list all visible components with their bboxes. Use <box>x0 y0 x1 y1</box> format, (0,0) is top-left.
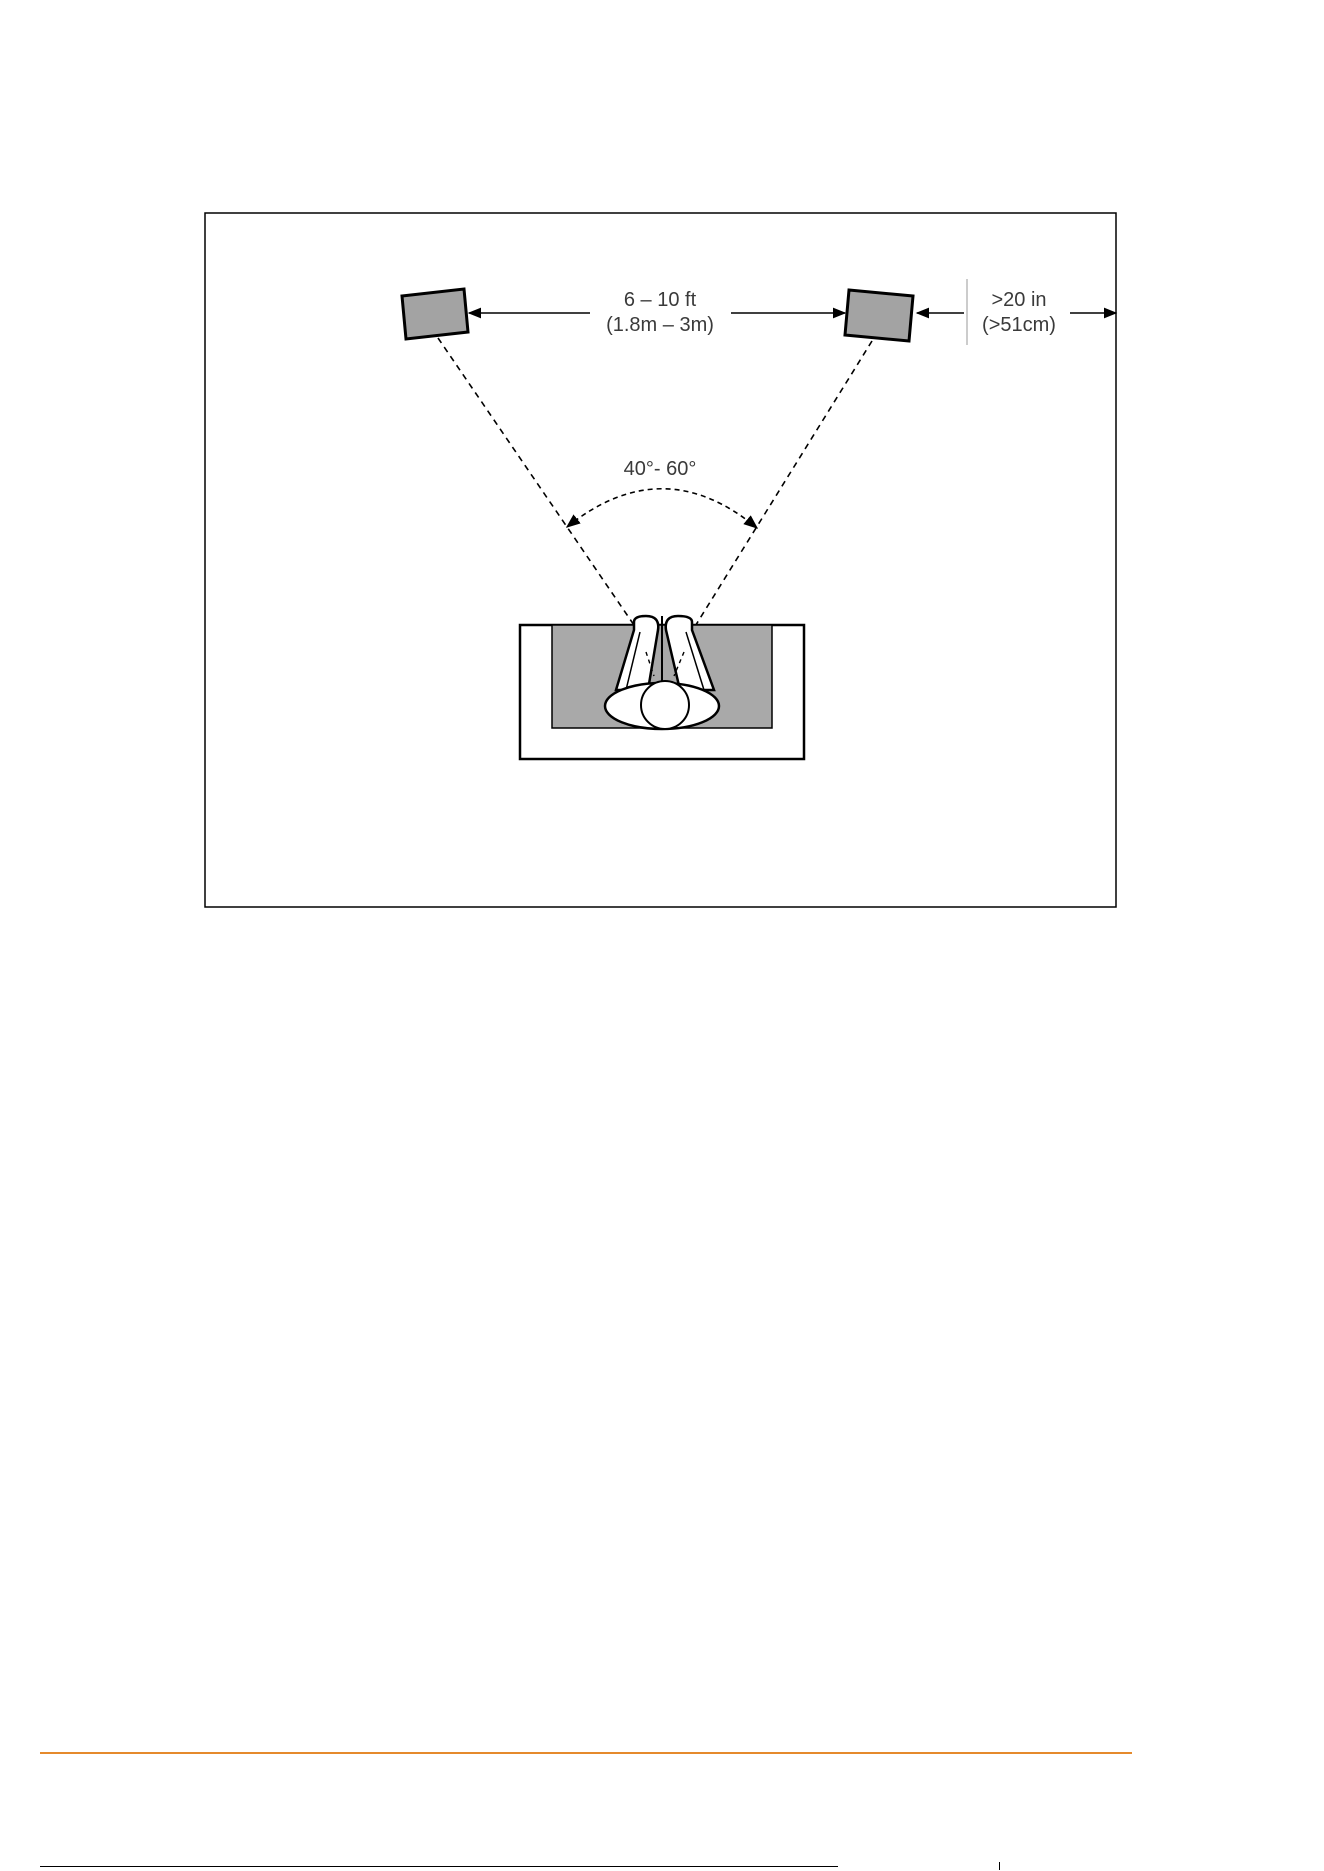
bottom-divider <box>40 1866 838 1867</box>
left-speaker-icon <box>402 289 468 339</box>
angle-label: 40°- 60° <box>624 458 697 480</box>
right-speaker-icon <box>845 290 913 341</box>
spacing-label-line1: 6 – 10 ft <box>624 289 697 311</box>
spacing-label-line2: (1.8m – 3m) <box>606 314 714 336</box>
wall-label-line1: >20 in <box>991 289 1046 311</box>
wall-label-line2: (>51cm) <box>982 314 1056 336</box>
bottom-tick-mark <box>999 1862 1000 1870</box>
footer-divider <box>40 1752 1132 1754</box>
